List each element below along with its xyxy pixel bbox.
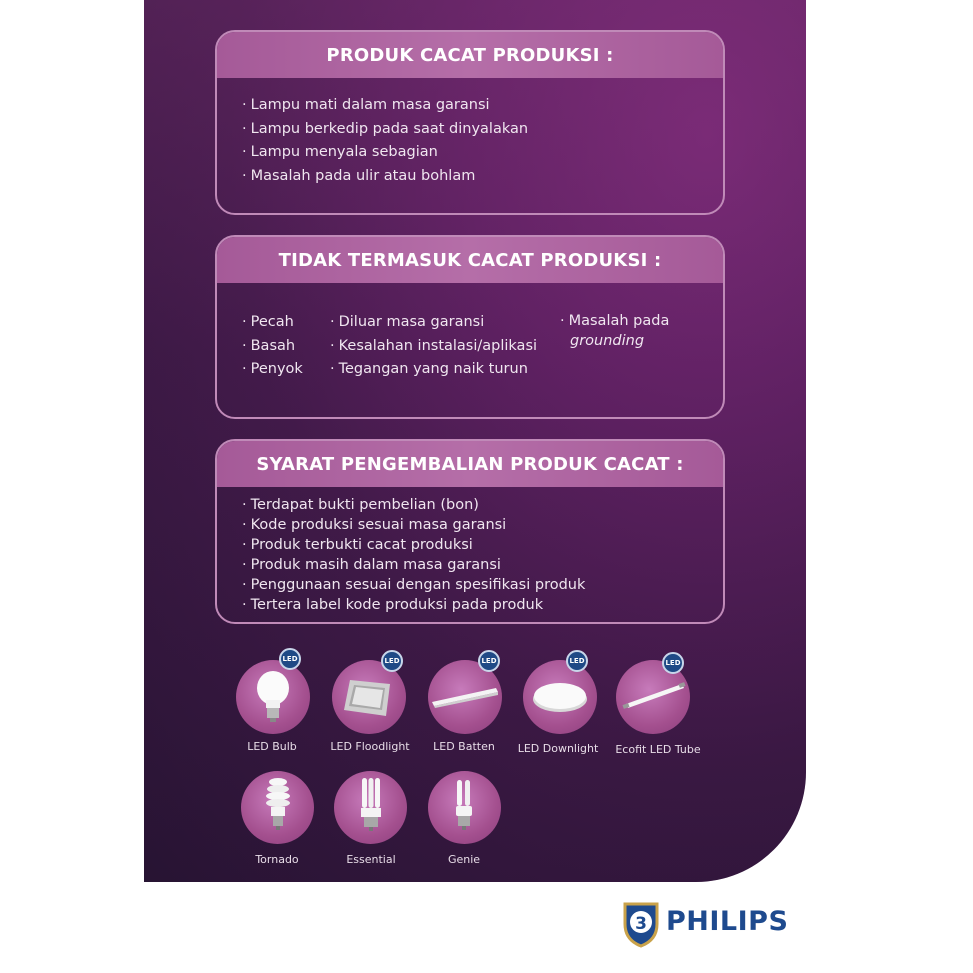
cfl-essential-icon [361,778,381,831]
list-item: ·Pecah [242,314,294,330]
svg-text:3: 3 [635,914,647,934]
list-item: ·Kode produksi sesuai masa garansi [242,517,507,533]
led-bulb-icon [257,671,289,722]
list-item: ·Produk terbukti cacat produksi [242,537,473,553]
product-label: LED Floodlight [330,740,410,753]
list-item: ·Tertera label kode produksi pada produk [242,597,544,613]
list-item: ·Kesalahan instalasi/aplikasi [330,337,538,354]
product-label: Essential [346,853,396,866]
warranty-shield-icon: 3 [623,902,659,948]
list-item: ·Terdapat bukti pembelian (bon) [242,497,479,513]
product-label: Ecofit LED Tube [615,743,701,756]
not-defects-box: TIDAK TERMASUK CACAT PRODUKSI : ·Pecah ·… [215,235,725,419]
led-tube-icon [622,682,686,709]
list-item: ·Tegangan yang naik turun [330,361,528,377]
list-item: ·Diluar masa garansi [330,314,485,330]
product-label: LED Downlight [517,742,599,755]
spiral-cfl-icon [266,778,290,830]
product-label: Tornado [255,853,299,866]
batten-icon [432,688,498,708]
list-item: ·Lampu berkedip pada saat dinyalakan [242,120,529,137]
floodlight-icon [344,680,390,716]
product-label: Genie [447,853,481,866]
list-item: ·Penggunaan sesuai dengan spesifikasi pr… [242,577,586,593]
return-terms-box: SYARAT PENGEMBALIAN PRODUK CACAT : ·Terd… [215,439,725,624]
list-item-continued: grounding [570,333,645,349]
led-badge: LED [566,650,588,672]
product-label: LED Bulb [247,740,297,753]
list-item: ·Masalah pada ulir atau bohlam [242,167,476,184]
led-badge: LED [478,650,500,672]
led-badge: LED [279,648,301,670]
defects-box: PRODUK CACAT PRODUKSI : ·Lampu mati dala… [215,30,725,215]
defects-title: PRODUK CACAT PRODUKSI : [217,32,723,78]
led-badge: LED [662,652,684,674]
list-item: ·Lampu mati dalam masa garansi [242,97,490,113]
list-item: ·Basah [242,337,296,354]
product-label: LED Batten [433,740,495,753]
list-item: ·Penyok [242,361,303,377]
led-badge: LED [381,650,403,672]
downlight-icon [533,683,587,712]
list-item: ·Masalah pada [560,313,670,329]
list-item: ·Lampu menyala sebagian [242,144,438,160]
cfl-genie-icon [456,780,472,830]
list-item: ·Produk masih dalam masa garansi [242,557,501,573]
brand-logo: PHILIPS [666,906,789,937]
not-defects-title: TIDAK TERMASUK CACAT PRODUKSI : [217,237,723,283]
return-terms-title: SYARAT PENGEMBALIAN PRODUK CACAT : [217,441,723,487]
